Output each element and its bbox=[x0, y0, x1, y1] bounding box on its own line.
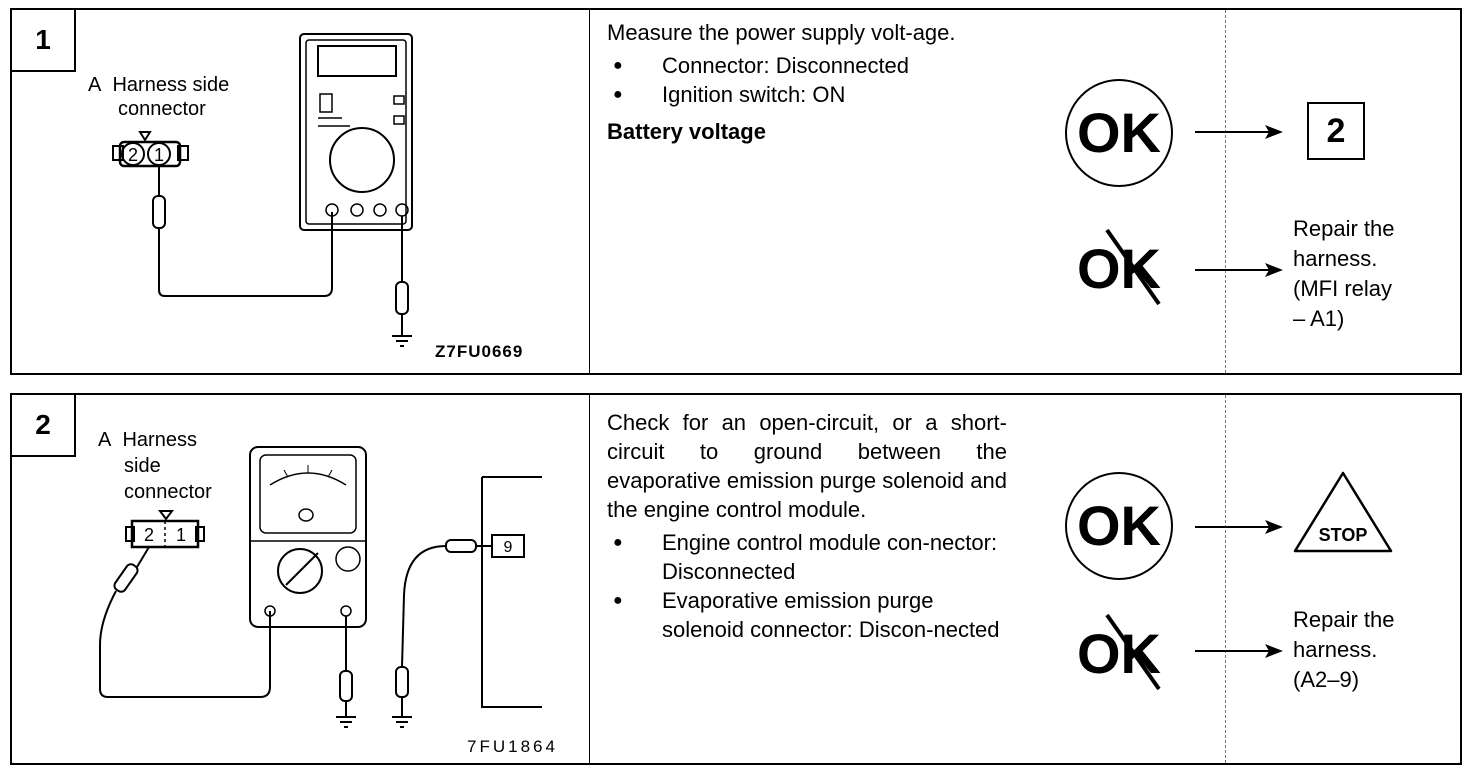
repair-line: harness. bbox=[1293, 246, 1378, 271]
harness-connector-icon: 2 1 bbox=[112, 131, 189, 168]
condition-item: Engine control module con-nector: Discon… bbox=[607, 528, 1017, 586]
ng-crossed-ok-icon: OK bbox=[1077, 228, 1161, 306]
analog-ohmmeter-diagram: 2 1 bbox=[99, 446, 542, 728]
ground-symbol-icon bbox=[336, 716, 356, 728]
step-1-results: OK 2 OK Repair the harness. (MFI relay –… bbox=[1027, 10, 1462, 373]
figure-caption: A Harness side connector bbox=[98, 427, 212, 505]
step-2-panel: 2 A Harness side connector 2 1 bbox=[10, 393, 1462, 765]
ground-symbol-icon bbox=[392, 335, 412, 347]
caption-line: connector bbox=[124, 481, 212, 503]
svg-text:OK: OK bbox=[1077, 494, 1161, 557]
figure-caption: A Harness side connector bbox=[88, 73, 229, 121]
stop-sign-icon: STOP bbox=[1293, 471, 1393, 553]
right-arrow-icon bbox=[1195, 520, 1283, 534]
column-divider bbox=[1225, 395, 1226, 763]
instruction-text: Check for an open-circuit, or a short-ci… bbox=[607, 410, 1007, 522]
pin-label: 2 bbox=[144, 525, 154, 545]
caption-letter: A bbox=[88, 74, 102, 96]
svg-text:OK: OK bbox=[1077, 101, 1161, 164]
analog-multimeter-icon bbox=[249, 446, 367, 628]
repair-instruction: Repair the harness. (A2–9) bbox=[1293, 605, 1395, 695]
step-number: 1 bbox=[12, 10, 76, 72]
ok-circle-icon: OK bbox=[1065, 79, 1173, 187]
repair-line: harness. bbox=[1293, 637, 1378, 662]
right-arrow-icon bbox=[1195, 125, 1283, 139]
column-divider bbox=[1225, 10, 1226, 373]
repair-line: (A2–9) bbox=[1293, 667, 1360, 692]
step-1-figure: 1 A Harness side connector 2 1 bbox=[12, 10, 590, 373]
harness-connector-icon: 2 1 bbox=[125, 510, 205, 549]
repair-line: – A1) bbox=[1293, 306, 1345, 331]
repair-line: Repair the bbox=[1293, 216, 1395, 241]
step-1-panel: 1 A Harness side connector 2 1 bbox=[10, 8, 1462, 375]
repair-instruction: Repair the harness. (MFI relay – A1) bbox=[1293, 214, 1395, 334]
figure-code: 7FU1864 bbox=[467, 737, 558, 756]
condition-item: Ignition switch: ON bbox=[607, 80, 1027, 109]
caption-line: side bbox=[124, 455, 161, 477]
step-2-instructions: Check for an open-circuit, or a short-ci… bbox=[607, 408, 1027, 644]
step-number: 2 bbox=[12, 395, 76, 457]
right-arrow-icon bbox=[1195, 644, 1283, 658]
specification-value: Battery voltage bbox=[607, 119, 766, 144]
ng-crossed-ok-icon: OK bbox=[1077, 613, 1161, 691]
instruction-text: Measure the power supply volt-age. bbox=[607, 20, 956, 45]
caption-letter: A bbox=[98, 429, 112, 451]
pin-label: 1 bbox=[154, 145, 164, 165]
repair-line: (MFI relay bbox=[1293, 276, 1392, 301]
next-step-box: 2 bbox=[1307, 102, 1365, 160]
pin-label: 1 bbox=[176, 525, 186, 545]
repair-line: Repair the bbox=[1293, 607, 1395, 632]
ok-circle-icon: OK bbox=[1065, 472, 1173, 580]
terminal-label: 9 bbox=[504, 539, 513, 556]
svg-text:STOP: STOP bbox=[1319, 525, 1368, 545]
multimeter-diagram: 2 1 bbox=[112, 33, 413, 347]
right-arrow-icon bbox=[1195, 263, 1283, 277]
ground-symbol-icon bbox=[392, 716, 412, 728]
caption-line: Harness side bbox=[112, 74, 230, 96]
caption-line: connector bbox=[118, 98, 206, 120]
step-1-instructions: Measure the power supply volt-age. Conne… bbox=[607, 18, 1027, 145]
condition-list: Connector: Disconnected Ignition switch:… bbox=[607, 51, 1027, 109]
figure-code: Z7FU0669 bbox=[435, 342, 524, 361]
step-2-results: OK STOP OK Repair the harness. (A2–9) bbox=[1027, 395, 1462, 763]
digital-multimeter-icon bbox=[299, 33, 413, 231]
pin-label: 2 bbox=[128, 145, 138, 165]
condition-list: Engine control module con-nector: Discon… bbox=[607, 528, 1017, 644]
caption-line: Harness bbox=[122, 429, 197, 451]
step-2-figure: 2 A Harness side connector 2 1 bbox=[12, 395, 590, 763]
condition-item: Connector: Disconnected bbox=[607, 51, 1027, 80]
condition-item: Evaporative emission purge solenoid conn… bbox=[607, 586, 1017, 644]
